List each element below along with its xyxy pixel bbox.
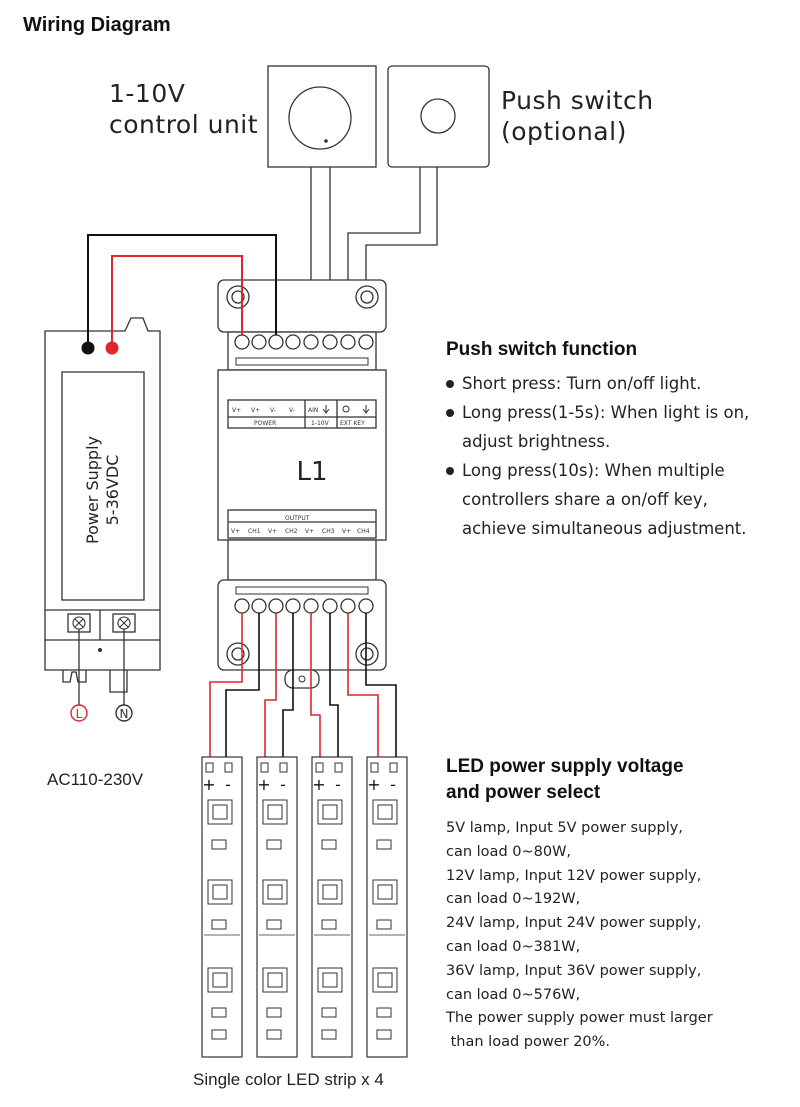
push-switch-button <box>420 98 456 134</box>
push-switch-function-heading: Push switch function <box>446 339 638 360</box>
spec-line: 36V lamp, Input 36V power supply, <box>446 962 702 979</box>
spec-line: than load power 20%. <box>446 1034 611 1051</box>
spec-line: can load 0~80W, <box>446 843 572 860</box>
power-supply-label-1: Power Supply <box>83 436 102 544</box>
out-pin-label: V+ <box>342 528 351 535</box>
resistor-icon <box>376 839 392 850</box>
in-pin-label: V- <box>289 407 295 414</box>
bullet-item-continuation: controllers share a on/off key, <box>462 490 708 509</box>
resistor-icon <box>211 919 227 930</box>
spec-line: can load 0~576W, <box>446 986 581 1003</box>
spec-line: 24V lamp, Input 24V power supply, <box>446 915 702 932</box>
led-chip-icon <box>317 799 343 825</box>
strip-minus-label: - <box>280 775 286 794</box>
bullet-icon <box>446 379 454 388</box>
strip-minus-label: - <box>390 775 396 794</box>
spec-line: 12V lamp, Input 12V power supply, <box>446 867 702 884</box>
strip-plus-label: + <box>257 775 270 794</box>
led-strip: +- <box>201 756 243 1058</box>
resistor-icon <box>321 1007 337 1018</box>
strip-caption: Single color LED strip x 4 <box>193 1070 384 1089</box>
resistor-icon <box>211 1007 227 1018</box>
bullet-item-continuation: adjust brightness. <box>462 432 611 451</box>
key-group-label: EXT KEY <box>340 420 365 427</box>
dimmer-knob <box>288 86 352 150</box>
led-chip-icon <box>372 799 398 825</box>
terminal-l-label: L <box>76 707 83 721</box>
resistor-icon <box>376 919 392 930</box>
out-pin-label: CH4 <box>357 528 370 535</box>
led-chip-icon <box>317 879 343 905</box>
strip-plus-label: + <box>312 775 325 794</box>
led-power-heading: LED power supply voltage and power selec… <box>446 754 684 806</box>
spec-line: can load 0~192W, <box>446 891 581 908</box>
out-pin-label: V+ <box>305 528 314 535</box>
resistor-icon <box>266 839 282 850</box>
bullet-item: Long press(1-5s): When light is on, <box>446 398 749 427</box>
control-unit-label-line2: control unit <box>109 110 259 139</box>
push-switch-function-list: Short press: Turn on/off light. Long pre… <box>446 369 749 543</box>
spec-line: 5V lamp, Input 5V power supply, <box>446 820 683 836</box>
power-group-label: POWER <box>254 420 276 427</box>
strip-minus-label: - <box>335 775 341 794</box>
bullet-item-continuation: achieve simultaneous adjustment. <box>462 519 747 538</box>
terminal-n-label: N <box>120 707 129 721</box>
in-pin-label: V- <box>270 407 276 414</box>
resistor-icon <box>321 839 337 850</box>
power-supply <box>44 317 161 693</box>
resistor-icon <box>266 919 282 930</box>
control-unit-label: 1-10V control unit <box>109 78 258 140</box>
led-chip-icon <box>207 967 233 993</box>
resistor-icon <box>266 1007 282 1018</box>
led-power-spec-list: 5V lamp, Input 5V power supply, can load … <box>446 817 713 1055</box>
power-supply-label-2: 5-36VDC <box>103 455 122 526</box>
out-pin-label: CH2 <box>285 528 298 535</box>
out-pin-label: V+ <box>231 528 240 535</box>
push-switch-label-line1: Push switch <box>501 86 654 115</box>
resistor-icon <box>376 1007 392 1018</box>
out-pin-label: V+ <box>268 528 277 535</box>
resistor-icon <box>321 919 337 930</box>
spec-line: can load 0~381W, <box>446 938 581 955</box>
bullet-icon <box>446 408 454 417</box>
page-title: Wiring Diagram <box>23 14 171 36</box>
in-pin-label: V+ <box>251 407 260 414</box>
output-group-label: OUTPUT <box>285 515 310 522</box>
led-strip: +- <box>311 756 353 1058</box>
led-strip: +- <box>256 756 298 1058</box>
resistor-icon <box>211 839 227 850</box>
led-power-heading-line1: LED power supply voltage <box>446 756 684 777</box>
push-switch-label: Push switch (optional) <box>501 85 654 147</box>
led-chip-icon <box>372 879 398 905</box>
led-chip-icon <box>317 967 343 993</box>
strip-plus-label: + <box>367 775 380 794</box>
controller-l1 <box>217 279 387 689</box>
push-switch-box <box>387 65 490 168</box>
in-pin-label: AIN <box>308 407 318 414</box>
in-pin-label: V+ <box>232 407 241 414</box>
led-chip-icon <box>207 799 233 825</box>
bullet-item: Short press: Turn on/off light. <box>446 369 749 398</box>
control-unit-box <box>267 65 377 168</box>
out-pin-label: CH3 <box>322 528 335 535</box>
bullet-item: Long press(10s): When multiple <box>446 456 749 485</box>
strip-minus-label: - <box>225 775 231 794</box>
spec-line: The power supply power must larger <box>446 1010 713 1027</box>
out-pin-label: CH1 <box>248 528 261 535</box>
led-chip-icon <box>262 879 288 905</box>
led-chip-icon <box>262 967 288 993</box>
led-strip: +- <box>366 756 408 1058</box>
led-chip-icon <box>207 879 233 905</box>
control-unit-label-line1: 1-10V <box>109 79 186 108</box>
dim-group-label: 1-10V <box>311 420 330 427</box>
strip-plus-label: + <box>202 775 215 794</box>
controller-model: L1 <box>296 457 327 487</box>
led-power-heading-line2: and power select <box>446 782 601 803</box>
led-chip-icon <box>262 799 288 825</box>
led-chip-icon <box>372 967 398 993</box>
ac-voltage-label: AC110-230V <box>47 770 144 789</box>
push-switch-label-line2: (optional) <box>501 117 627 146</box>
bullet-icon <box>446 466 454 475</box>
